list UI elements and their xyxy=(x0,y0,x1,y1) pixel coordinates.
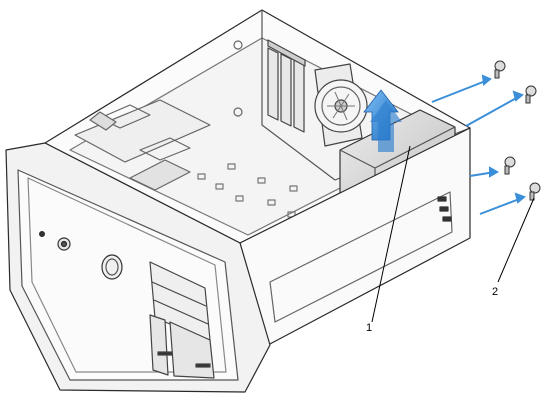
power-button-inner xyxy=(62,242,67,247)
screw-arrow-2 xyxy=(466,96,520,126)
screw-icon xyxy=(526,86,536,103)
screw-icon xyxy=(505,157,515,174)
screw-icon xyxy=(530,183,540,200)
indicator-light xyxy=(40,232,45,237)
screw-arrow-4 xyxy=(480,198,522,214)
screws xyxy=(495,61,540,200)
screw-arrow-1 xyxy=(432,80,488,102)
callout-label-1: 1 xyxy=(366,322,372,334)
callout-label-2: 2 xyxy=(492,286,498,298)
computer-chassis xyxy=(6,10,470,392)
screw-icon xyxy=(495,61,505,78)
leader-line-2 xyxy=(498,198,534,282)
